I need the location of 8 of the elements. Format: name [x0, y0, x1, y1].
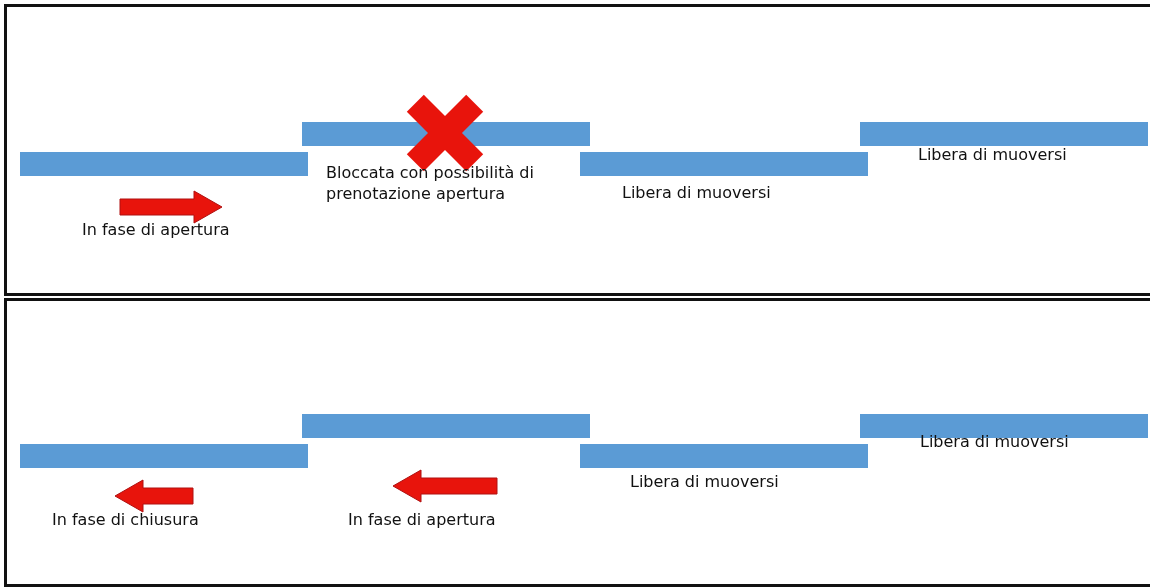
state-label: In fase di apertura [82, 219, 231, 240]
state-label: Libera di muoversi [630, 471, 780, 492]
state-label: Libera di muoversi [622, 182, 772, 203]
state-label: In fase di chiusura [52, 509, 200, 530]
state-label: Libera di muoversi [920, 431, 1070, 452]
state-label: Libera di muoversi [918, 144, 1068, 165]
state-label: In fase di apertura [348, 509, 497, 530]
state-label: Bloccata con possibilità di prenotazione apertura [326, 162, 535, 204]
